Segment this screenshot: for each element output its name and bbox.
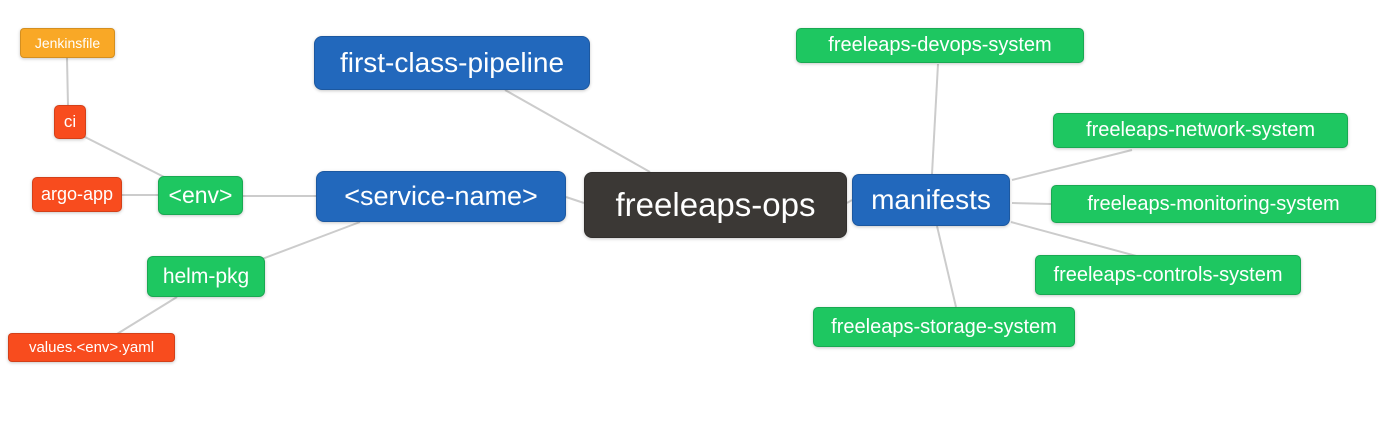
edge-values-yaml-helm-pkg — [116, 296, 178, 335]
node-manifests[interactable]: manifests — [852, 174, 1010, 226]
edge-manifests-monitoring-system — [1011, 202, 1052, 205]
node-devops-system[interactable]: freeleaps-devops-system — [796, 28, 1084, 63]
node-values-yaml[interactable]: values.<env>.yaml — [8, 333, 175, 362]
node-network-system[interactable]: freeleaps-network-system — [1053, 113, 1348, 148]
edge-manifests-network-system — [1011, 149, 1133, 181]
edge-manifests-controls-system — [1010, 221, 1141, 258]
edge-ci-env — [82, 135, 171, 181]
edge-manifests-storage-system — [936, 225, 957, 308]
edge-freeleaps-ops-manifests — [846, 199, 853, 204]
edge-service-name-freeleaps-ops — [565, 196, 585, 204]
node-monitoring-system[interactable]: freeleaps-monitoring-system — [1051, 185, 1376, 223]
node-freeleaps-ops[interactable]: freeleaps-ops — [584, 172, 847, 238]
node-storage-system[interactable]: freeleaps-storage-system — [813, 307, 1075, 347]
edge-helm-pkg-service-name — [261, 221, 361, 260]
node-helm-pkg[interactable]: helm-pkg — [147, 256, 265, 297]
node-argo-app[interactable]: argo-app — [32, 177, 122, 212]
node-service-name[interactable]: <service-name> — [316, 171, 566, 222]
node-controls-system[interactable]: freeleaps-controls-system — [1035, 255, 1301, 295]
node-first-class-pipeline[interactable]: first-class-pipeline — [314, 36, 590, 90]
edge-manifests-devops-system — [931, 63, 939, 175]
node-ci[interactable]: ci — [54, 105, 86, 139]
node-env[interactable]: <env> — [158, 176, 243, 215]
edge-jenkinsfile-ci — [66, 57, 69, 107]
edge-pipeline-freeleaps-ops — [504, 89, 651, 173]
node-jenkinsfile[interactable]: Jenkinsfile — [20, 28, 115, 58]
